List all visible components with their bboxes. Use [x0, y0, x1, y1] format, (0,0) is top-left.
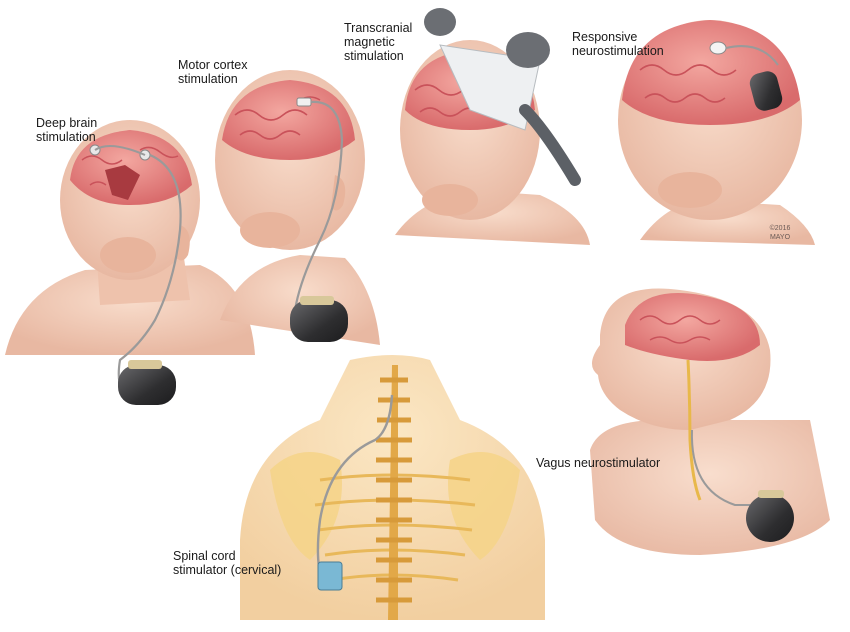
spinal-vertebrae — [376, 377, 412, 603]
motor-cortex-label: Motor cortex stimulation — [178, 58, 247, 86]
tms-coil-handle — [519, 104, 581, 186]
tms-coil-body — [439, 44, 541, 131]
dbs-label-line-2: stimulation — [36, 130, 96, 144]
vagus-label: Vagus neurostimulator — [536, 456, 660, 470]
vagus-nerve — [686, 359, 702, 501]
spinal-column — [388, 365, 398, 620]
rns-label-line-1: Responsive — [572, 30, 638, 44]
vagus-figure — [590, 288, 830, 555]
tms-face-shade — [422, 184, 478, 216]
dbs-brain-folds — [81, 146, 179, 186]
rns-electrode — [709, 41, 727, 55]
motor-pulse-generator — [290, 300, 348, 342]
tms-label: Transcranial magnetic stimulation — [344, 21, 412, 63]
tms-coil-cap-right — [506, 32, 550, 68]
rns-brain-folds — [639, 64, 737, 103]
copyright-line-1: ©2016 — [770, 224, 791, 232]
dbs-label: Deep brain stimulation — [36, 116, 97, 144]
vagus-label-line-1: Vagus neurostimulator — [536, 456, 661, 470]
rns-wire — [725, 45, 779, 66]
rns-face-shade — [658, 172, 722, 208]
vagus-generator-header — [758, 490, 784, 498]
dbs-shoulders — [5, 265, 255, 355]
rns-label-line-2: neurostimulation — [572, 44, 664, 58]
motor-generator-header — [300, 296, 334, 305]
dbs-brain-core — [105, 165, 140, 200]
spinal-lead — [316, 394, 394, 581]
motor-cortex-figure — [215, 70, 380, 345]
tms-label-line-2: magnetic — [344, 35, 395, 49]
dbs-figure — [5, 120, 255, 405]
motor-cortex-label-line-1: Motor cortex — [178, 58, 248, 72]
tms-label-line-1: Transcranial — [344, 21, 413, 35]
vagus-wire — [690, 429, 750, 506]
rns-device — [749, 71, 783, 111]
vagus-torso — [590, 420, 830, 555]
spinal-label-line-1: Spinal cord — [173, 549, 236, 563]
dbs-wire — [117, 153, 182, 401]
spinal-figure — [240, 355, 545, 620]
spinal-label: Spinal cord stimulator (cervical) — [173, 549, 281, 577]
rns-label: Responsive neurostimulation — [572, 30, 664, 58]
copyright-line-2: MAYO — [770, 234, 791, 241]
tms-label-line-3: stimulation — [344, 49, 404, 63]
motor-brain — [222, 80, 355, 160]
motor-face-shade — [240, 212, 300, 248]
tms-figure — [395, 8, 590, 245]
motor-cortex-label-line-2: stimulation — [178, 72, 238, 86]
motor-wire — [293, 100, 344, 311]
spinal-label-line-2: stimulator (cervical) — [173, 563, 282, 577]
vagus-brain — [625, 293, 760, 361]
vagus-pulse-generator — [746, 494, 794, 542]
dbs-label-line-1: Deep brain — [36, 116, 98, 130]
dbs-generator-header — [128, 360, 162, 369]
spinal-generator — [317, 561, 343, 591]
dbs-wire-2 — [94, 145, 146, 156]
rns-figure — [618, 20, 815, 245]
dbs-pulse-generator — [118, 365, 176, 405]
dbs-face-shadow — [100, 237, 156, 273]
dbs-brain — [70, 130, 192, 205]
motor-electrode — [296, 97, 312, 107]
tms-coil-cap-left — [424, 8, 456, 36]
vagus-brain-folds — [639, 315, 721, 344]
